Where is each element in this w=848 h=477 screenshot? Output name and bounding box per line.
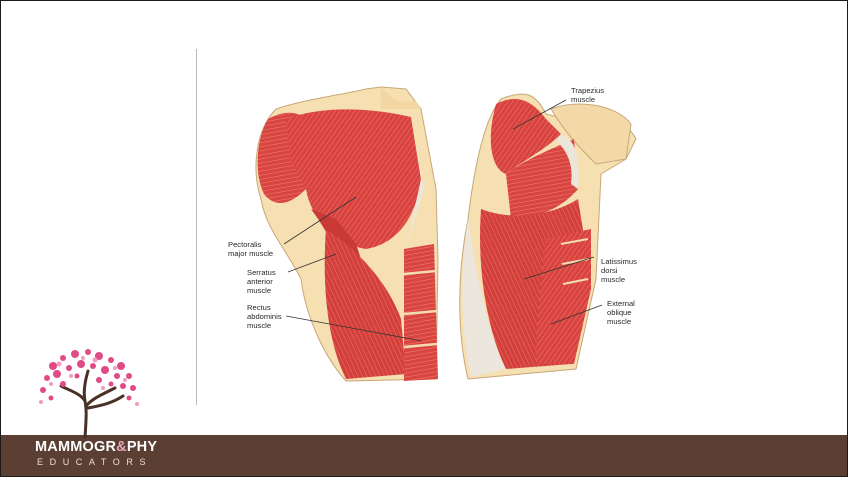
- muscle-illustration: [206, 79, 666, 391]
- label-line: Rectus: [247, 303, 282, 312]
- label-line: abdominis: [247, 312, 282, 321]
- front-torso: [256, 87, 438, 381]
- label-line: External: [607, 299, 635, 308]
- tree-logo-icon: [33, 346, 143, 438]
- label-serratus: Serratus anterior muscle: [247, 268, 276, 295]
- vertical-divider: [196, 49, 197, 405]
- label-line: Pectoralis: [228, 240, 273, 249]
- label-line: Latissimus: [601, 257, 637, 266]
- label-trapezius: Trapezius muscle: [571, 86, 604, 104]
- label-latissimus: Latissimus dorsi muscle: [601, 257, 637, 284]
- brand-subtitle: EDUCATORS: [37, 457, 152, 467]
- label-line: muscle: [607, 317, 635, 326]
- label-line: anterior: [247, 277, 276, 286]
- label-line: muscle: [247, 286, 276, 295]
- label-line: Trapezius: [571, 86, 604, 95]
- label-external-oblique: External oblique muscle: [607, 299, 635, 326]
- label-line: muscle: [571, 95, 604, 104]
- label-line: muscle: [601, 275, 637, 284]
- label-line: Serratus: [247, 268, 276, 277]
- back-torso: [460, 94, 636, 379]
- brand-name-part2: PHY: [127, 439, 157, 455]
- label-line: dorsi: [601, 266, 637, 275]
- label-line: muscle: [247, 321, 282, 330]
- label-line: major muscle: [228, 249, 273, 258]
- label-line: oblique: [607, 308, 635, 317]
- label-rectus: Rectus abdominis muscle: [247, 303, 282, 330]
- brand-name: MAMMOGR&PHY: [35, 439, 157, 455]
- pink-ribbon-icon: &: [116, 439, 127, 455]
- label-pectoralis: Pectoralis major muscle: [228, 240, 273, 258]
- brand-name-part1: MAMMOGR: [35, 439, 116, 455]
